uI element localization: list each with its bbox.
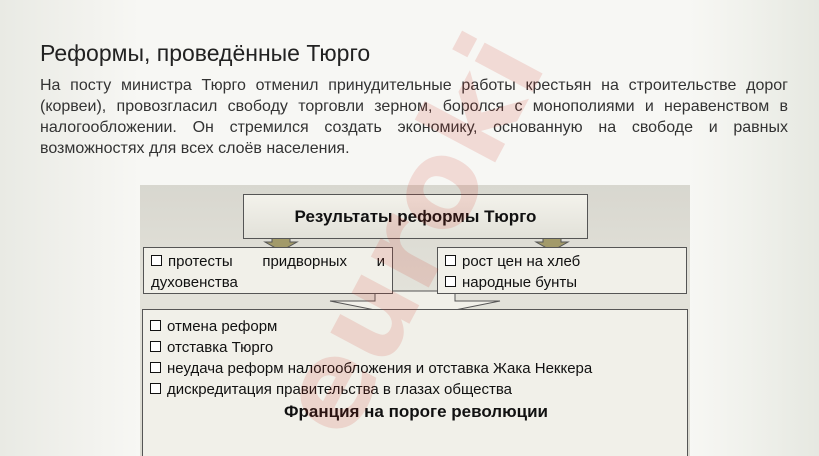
right-item: рост цен на хлеб [445,251,679,272]
left-result-box: протесты придворных и духовенства [143,247,393,294]
consequence-item: дискредитация правительства в глазах общ… [150,379,682,400]
consequence-item: отмена реформ [150,316,682,337]
checkbox-bullet-icon [150,320,161,331]
left-item: протесты придворных и духовенства [151,253,385,291]
results-diagram: Результаты реформы Тюрго протесты придво… [140,185,690,456]
right-item: народные бунты [445,272,679,293]
diagram-conclusion: Франция на пороге революции [284,402,548,421]
checkbox-bullet-icon [150,383,161,394]
checkbox-bullet-icon [445,276,456,287]
slide-title: Реформы, проведённые Тюрго [40,40,371,66]
checkbox-bullet-icon [150,362,161,373]
checkbox-bullet-icon [445,255,456,266]
consequence-item: отставка Тюрго [150,337,682,358]
background-left-decor [0,0,140,456]
slide-paragraph: На посту министра Тюрго отменил принудит… [40,77,788,157]
diagram-title: Результаты реформы Тюрго [294,206,537,226]
diagram-title-box: Результаты реформы Тюрго [243,194,588,239]
checkbox-bullet-icon [150,341,161,352]
background-right-decor [689,0,819,456]
consequences-box: отмена реформ отставка Тюрго неудача реф… [142,309,688,456]
checkbox-bullet-icon [151,255,162,266]
right-result-box: рост цен на хлеб народные бунты [437,247,687,294]
consequence-item: неудача реформ налогообложения и отставк… [150,358,682,379]
